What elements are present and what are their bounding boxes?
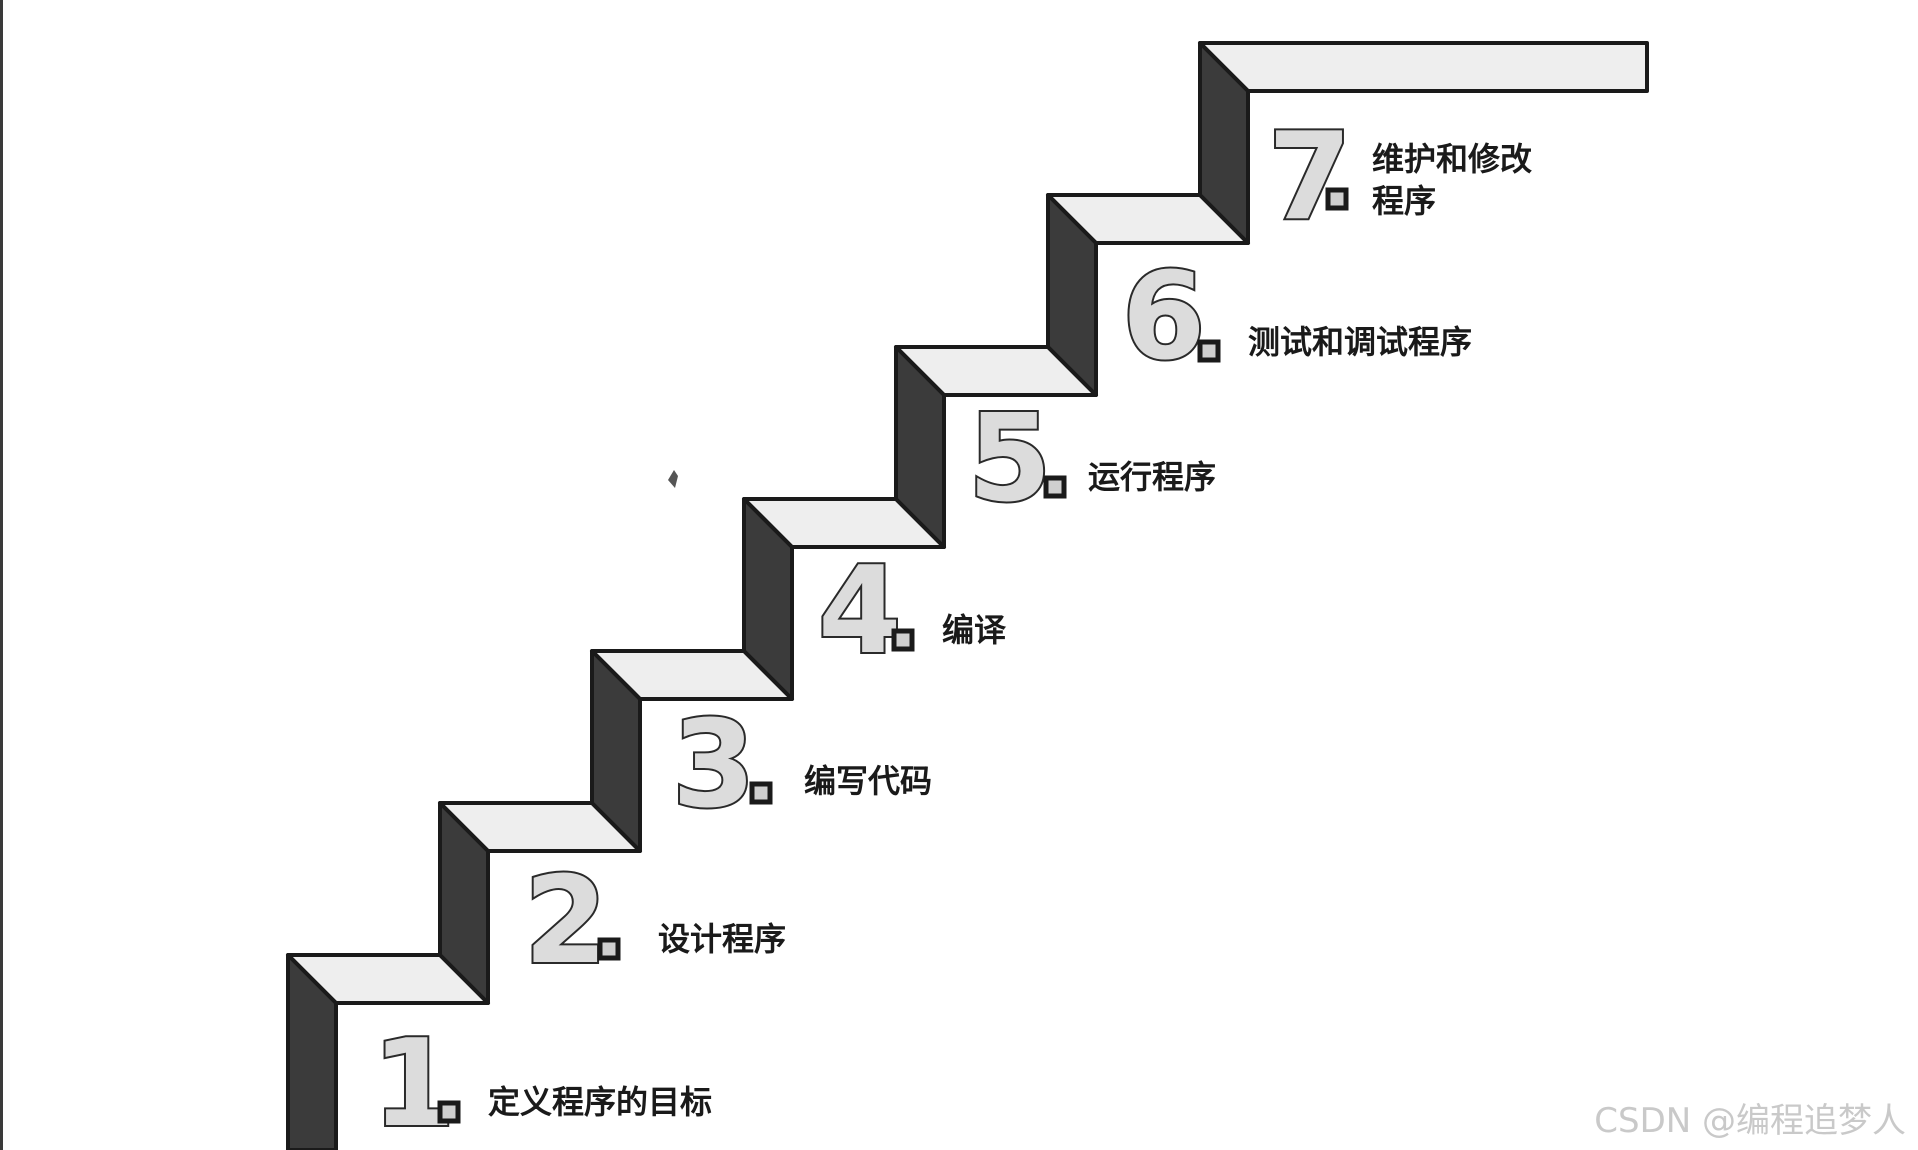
step-number: 7 <box>1268 108 1352 247</box>
step-label: 编写代码 <box>804 762 932 800</box>
step-6: 6 测试和调试程序 <box>1122 248 1472 387</box>
scan-speck <box>668 470 678 488</box>
step-label: 运行程序 <box>1088 458 1216 496</box>
step-label: 设计程序 <box>658 920 786 958</box>
bullet-square-icon <box>894 631 912 649</box>
step-label: 维护和修改程序 <box>1372 140 1532 220</box>
bullet-square-icon <box>1328 190 1346 208</box>
step-label: 测试和调试程序 <box>1248 323 1472 361</box>
step-label: 编译 <box>942 611 1007 649</box>
bullet-square-icon <box>600 940 618 958</box>
step-5: 5 运行程序 <box>968 390 1216 529</box>
step-number: 2 <box>524 852 608 991</box>
step-1: 1 定义程序的目标 <box>372 1015 712 1150</box>
step-3: 3 编写代码 <box>672 696 932 835</box>
stair-tread <box>1200 43 1647 91</box>
step-2: 2 设计程序 <box>524 852 786 991</box>
step-number: 6 <box>1122 248 1206 387</box>
bullet-square-icon <box>752 784 770 802</box>
step-4: 4 编译 <box>818 542 1007 681</box>
step-number: 3 <box>672 696 756 835</box>
bullet-square-icon <box>1046 478 1064 496</box>
watermark: CSDN @编程追梦人 <box>1594 1093 1906 1142</box>
step-label: 定义程序的目标 <box>488 1083 712 1121</box>
step-number: 4 <box>818 542 902 681</box>
step-number: 1 <box>372 1015 456 1150</box>
step-number: 5 <box>968 390 1052 529</box>
staircase <box>288 43 1647 1150</box>
bullet-square-icon <box>1200 342 1218 360</box>
bullet-square-icon <box>440 1103 458 1121</box>
